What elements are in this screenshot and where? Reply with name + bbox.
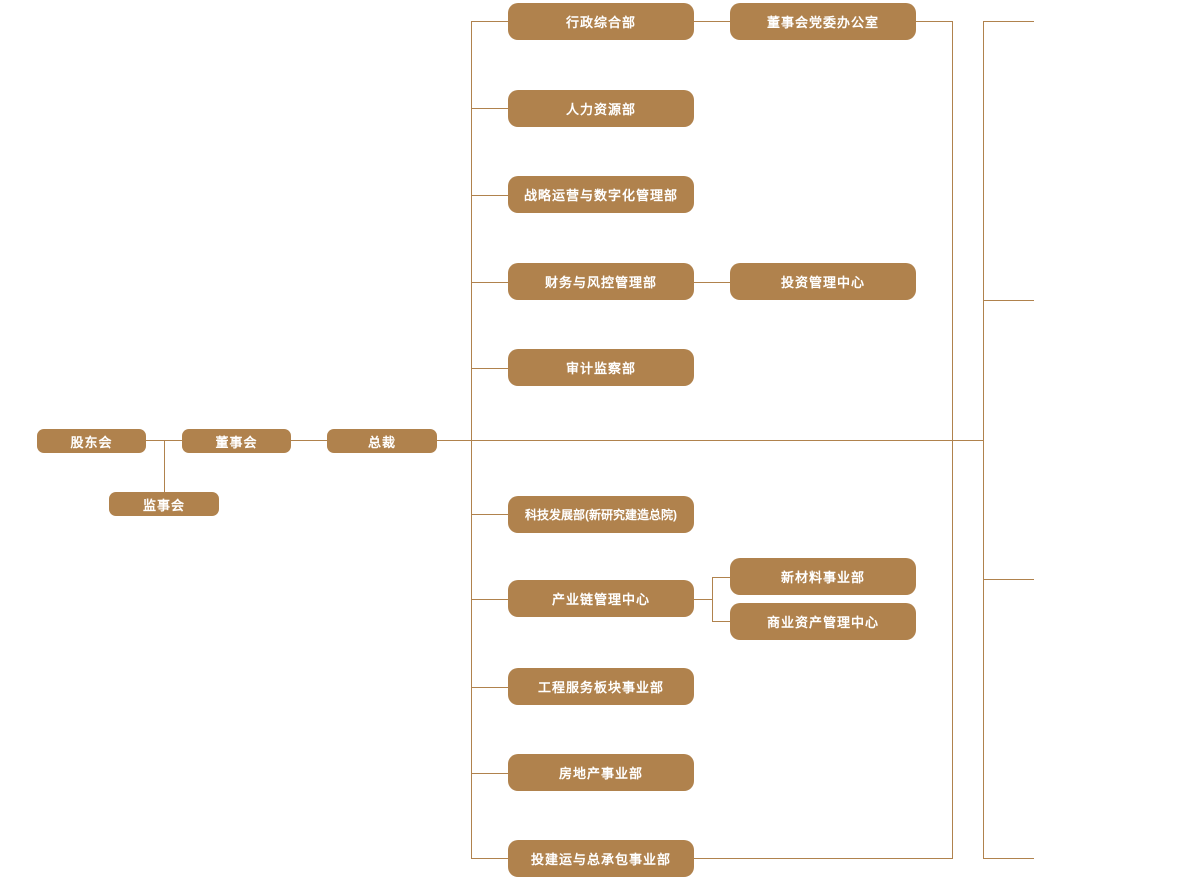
org-node-real-estate-division: 房地产事业部	[508, 754, 694, 791]
org-node-supervisory-board: 监事会	[109, 492, 219, 516]
org-node-human-resources-dept: 人力资源部	[508, 90, 694, 127]
connector-line-horizontal	[712, 621, 730, 622]
connector-line-horizontal	[471, 687, 508, 688]
connector-line-horizontal	[471, 282, 508, 283]
org-node-investment-mgmt-center: 投资管理中心	[730, 263, 916, 300]
connector-line-horizontal	[694, 599, 712, 600]
org-node-commercial-asset-mgmt-center: 商业资产管理中心	[730, 603, 916, 640]
connector-line-vertical	[952, 21, 953, 859]
connector-line-vertical	[983, 21, 984, 859]
connector-line-horizontal	[694, 21, 730, 22]
org-node-tech-development-dept: 科技发展部(新研究建造总院)	[508, 496, 694, 533]
connector-line-horizontal	[983, 579, 1034, 580]
connector-line-horizontal	[471, 858, 508, 859]
connector-line-horizontal	[694, 858, 952, 859]
connector-line-horizontal	[712, 577, 730, 578]
connector-line-horizontal	[471, 368, 508, 369]
org-node-industry-chain-mgmt-center: 产业链管理中心	[508, 580, 694, 617]
connector-line-vertical	[712, 577, 713, 622]
org-node-invest-build-op-gc-division: 投建运与总承包事业部	[508, 840, 694, 877]
connector-line-horizontal	[471, 599, 508, 600]
org-node-board-party-committee-office: 董事会党委办公室	[730, 3, 916, 40]
org-node-finance-risk-control-dept: 财务与风控管理部	[508, 263, 694, 300]
connector-line-horizontal	[146, 440, 983, 441]
connector-line-horizontal	[916, 21, 952, 22]
org-node-audit-supervision-dept: 审计监察部	[508, 349, 694, 386]
org-node-strategy-ops-digital-dept: 战略运营与数字化管理部	[508, 176, 694, 213]
connector-line-horizontal	[983, 300, 1034, 301]
connector-line-vertical	[471, 21, 472, 859]
connector-line-vertical	[164, 441, 165, 492]
connector-line-horizontal	[471, 195, 508, 196]
org-node-shareholders-meeting: 股东会	[37, 429, 146, 453]
org-node-admin-general-dept: 行政综合部	[508, 3, 694, 40]
org-node-engineering-services-division: 工程服务板块事业部	[508, 668, 694, 705]
connector-line-horizontal	[983, 858, 1034, 859]
connector-line-horizontal	[471, 21, 508, 22]
connector-line-horizontal	[983, 21, 1034, 22]
connector-line-horizontal	[694, 282, 730, 283]
org-node-new-materials-division: 新材料事业部	[730, 558, 916, 595]
connector-line-horizontal	[471, 773, 508, 774]
connector-line-horizontal	[471, 514, 508, 515]
org-node-president: 总裁	[327, 429, 437, 453]
org-node-board-of-directors: 董事会	[182, 429, 291, 453]
connector-line-horizontal	[471, 108, 508, 109]
